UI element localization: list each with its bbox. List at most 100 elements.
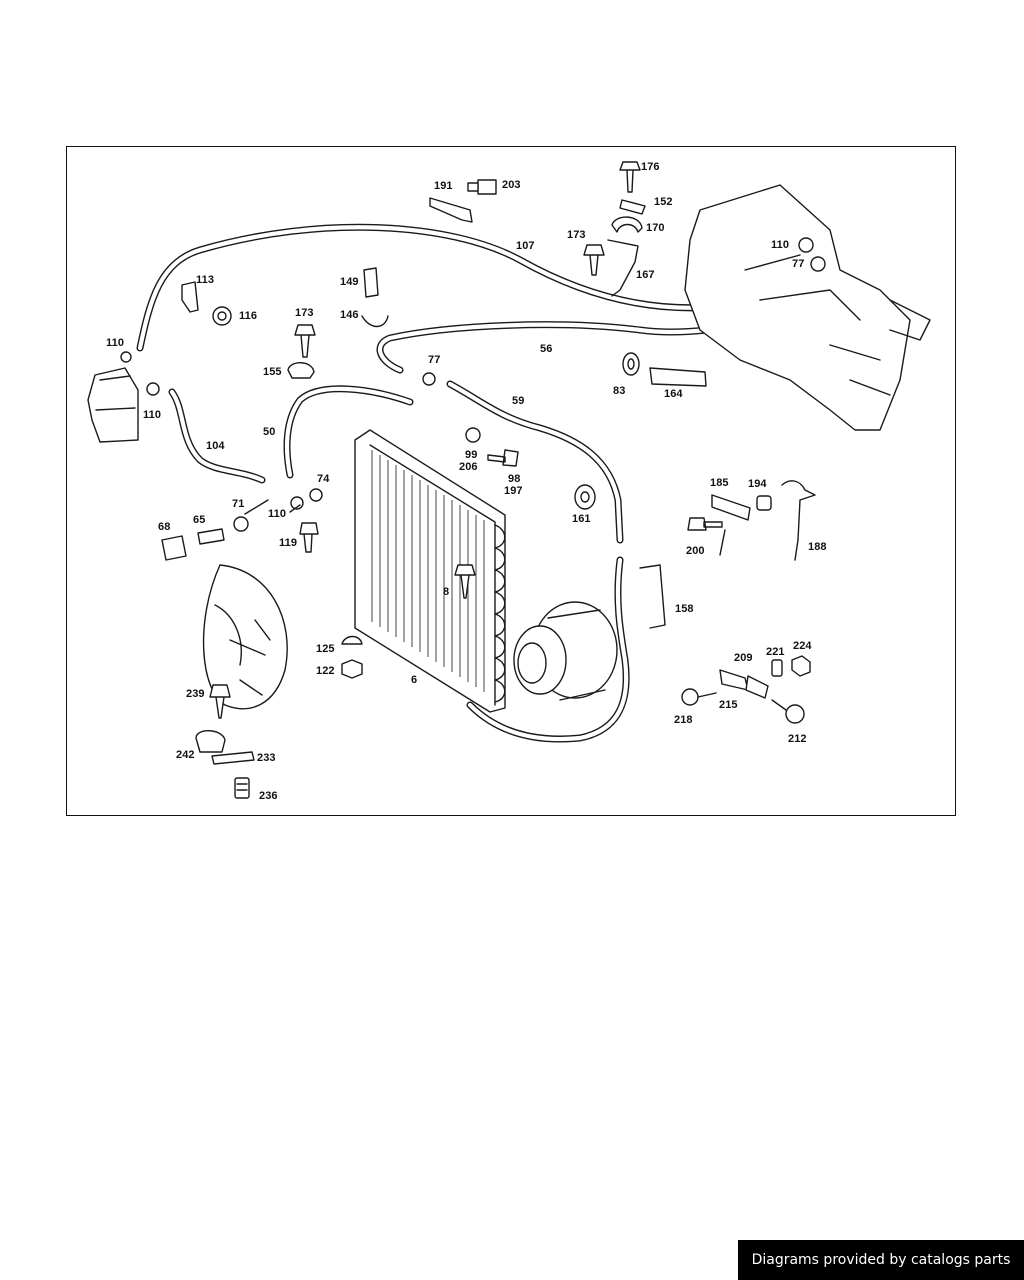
label-110-drier: 110 [143, 409, 162, 421]
label-65: 65 [193, 514, 206, 526]
bolt-173-top [583, 244, 605, 276]
bolt-119 [299, 522, 319, 553]
seal-ring-110a [120, 351, 132, 363]
bolt-173-mid [294, 324, 316, 358]
bracket-158 [639, 564, 666, 629]
label-56: 56 [540, 343, 553, 355]
bolt-176 [619, 161, 641, 193]
clip-149 [363, 267, 379, 298]
seal-ring-110b [146, 382, 160, 396]
label-158: 158 [675, 603, 694, 615]
clamp-242 [195, 730, 226, 753]
nut-122 [341, 659, 363, 679]
footer-credit: Diagrams provided by catalogs parts [738, 1240, 1024, 1280]
label-218: 218 [674, 714, 693, 726]
label-236: 236 [259, 790, 278, 802]
label-71: 71 [232, 498, 245, 510]
sleeve-164 [649, 367, 707, 387]
bracket-215 [745, 675, 769, 699]
leader-lines [244, 499, 726, 556]
label-155: 155 [263, 366, 282, 378]
hose-50 [283, 385, 414, 479]
label-209: 209 [734, 652, 753, 664]
grommet-83 [622, 352, 640, 376]
label-239: 239 [186, 688, 205, 700]
label-110-top: 110 [771, 239, 790, 251]
hose-compressor [466, 556, 630, 743]
label-173-mid: 173 [295, 307, 314, 319]
hose-104 [168, 388, 266, 484]
clamp-146 [361, 315, 389, 328]
ring-110-mid [290, 496, 304, 510]
label-68: 68 [158, 521, 171, 533]
label-125: 125 [316, 643, 335, 655]
hose-59 [446, 380, 624, 544]
label-161: 161 [572, 513, 591, 525]
bracket-188 [781, 480, 816, 561]
seal-ring-110-top [798, 237, 814, 253]
evaporator-housing [684, 184, 931, 431]
label-152: 152 [654, 196, 673, 208]
label-122: 122 [316, 665, 335, 677]
ring-77-mid [422, 372, 436, 386]
label-77-top: 77 [792, 258, 805, 270]
clip-125 [341, 635, 363, 645]
label-167: 167 [636, 269, 655, 281]
clamp-170 [611, 216, 643, 233]
label-188: 188 [808, 541, 827, 553]
label-233: 233 [257, 752, 276, 764]
label-191: 191 [434, 180, 453, 192]
compressor [513, 601, 618, 701]
label-99: 99 [465, 449, 478, 461]
screw-8 [454, 564, 476, 599]
label-50: 50 [263, 426, 276, 438]
condenser [354, 429, 506, 713]
label-212: 212 [788, 733, 807, 745]
label-206: 206 [459, 461, 478, 473]
bracket-155 [287, 362, 315, 379]
label-98: 98 [508, 473, 521, 485]
grommet-161 [574, 484, 596, 510]
clip-113 [181, 281, 199, 313]
label-224: 224 [793, 640, 812, 652]
label-8: 8 [443, 586, 450, 598]
label-197: 197 [504, 485, 523, 497]
label-74: 74 [317, 473, 330, 485]
bracket-191 [429, 197, 473, 223]
cap-68 [161, 535, 187, 561]
nut-116 [212, 306, 232, 326]
bracket-233 [211, 751, 255, 765]
label-203: 203 [502, 179, 521, 191]
bolt-194 [756, 495, 772, 511]
ring-71 [233, 516, 249, 532]
bolt-212 [771, 699, 805, 724]
seal-ring-77-top [810, 256, 826, 272]
receiver-drier [87, 367, 139, 443]
label-110-mid: 110 [268, 508, 287, 520]
label-164: 164 [664, 388, 683, 400]
hose-107 [136, 223, 804, 352]
bracket-209 [719, 669, 749, 691]
label-113: 113 [196, 274, 215, 286]
valve-65 [197, 528, 225, 545]
nut-99 [465, 427, 481, 443]
label-146: 146 [340, 309, 359, 321]
label-185: 185 [710, 477, 729, 489]
label-221: 221 [766, 646, 785, 658]
ring-74 [309, 488, 323, 502]
label-173-top: 173 [567, 229, 586, 241]
label-107: 107 [516, 240, 535, 252]
label-104: 104 [206, 440, 225, 452]
fan-shroud [202, 564, 288, 710]
nut-224 [791, 655, 811, 677]
bolt-98 [487, 449, 519, 467]
label-119: 119 [279, 537, 298, 549]
bolt-236 [234, 777, 250, 799]
label-215: 215 [719, 699, 738, 711]
screw-239 [209, 684, 231, 719]
label-170: 170 [646, 222, 665, 234]
label-59: 59 [512, 395, 525, 407]
clip-152 [619, 199, 646, 215]
label-176: 176 [641, 161, 660, 173]
